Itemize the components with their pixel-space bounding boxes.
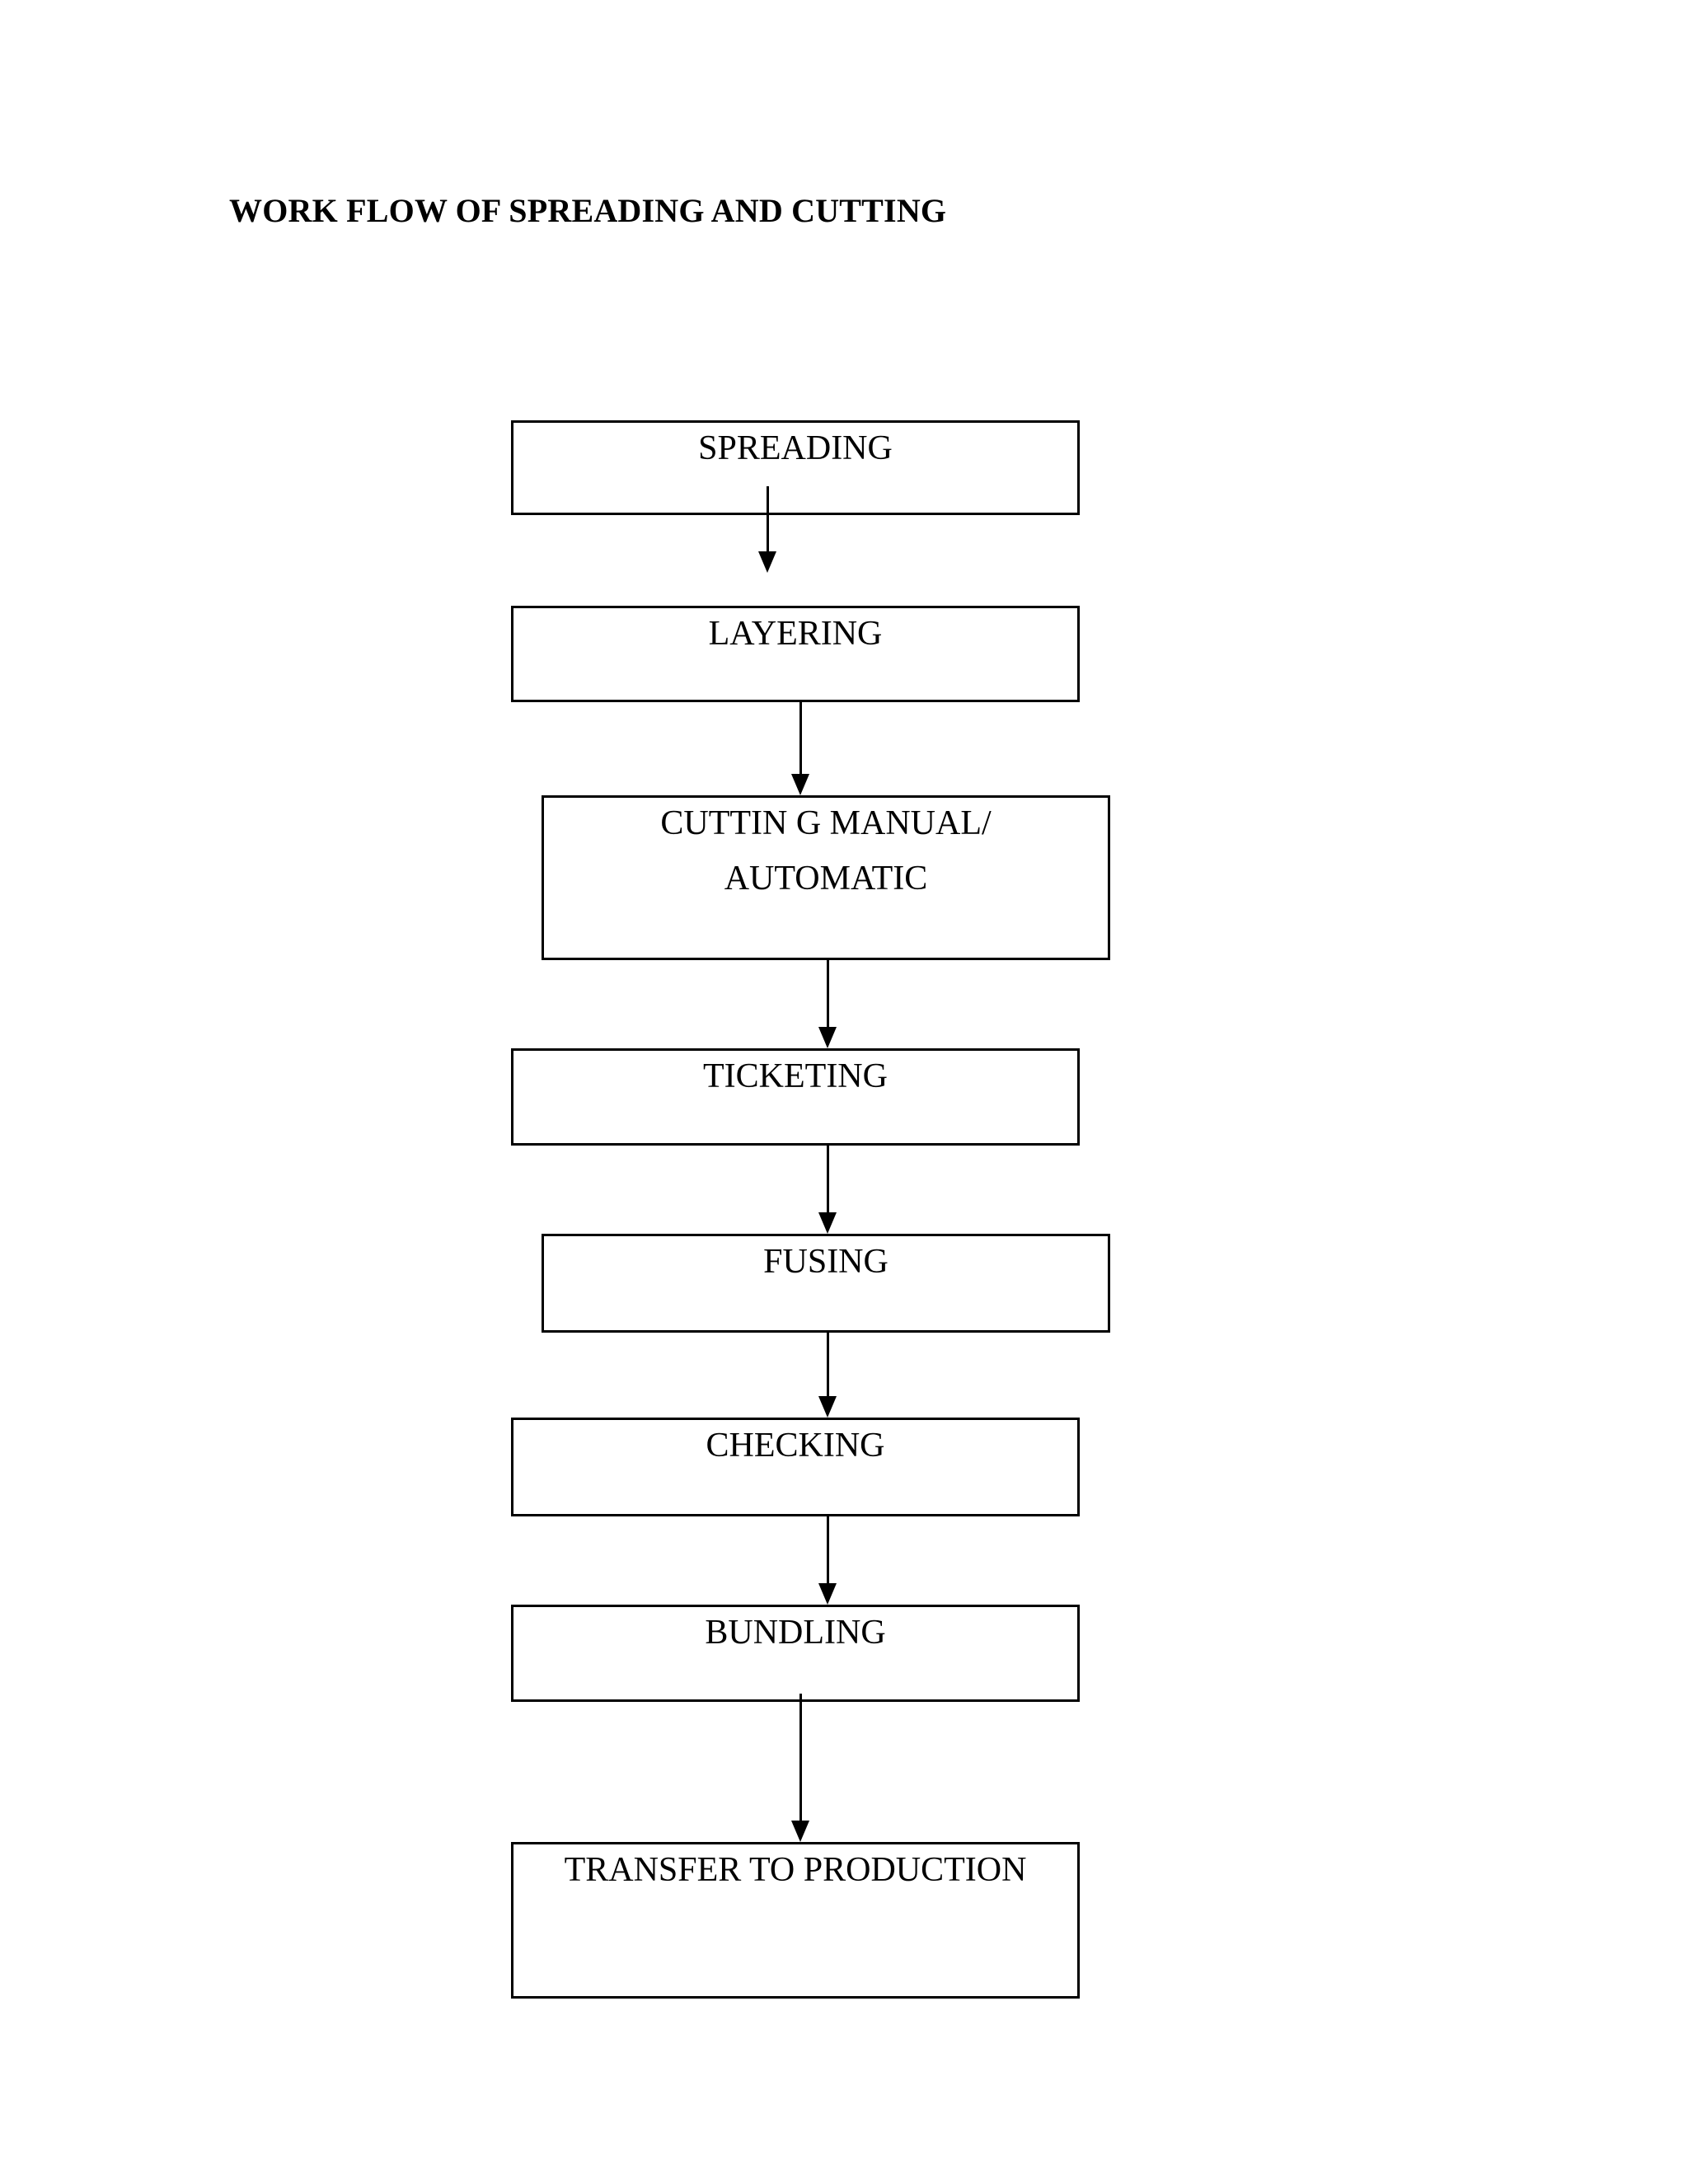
flow-node-transfer-to-production[interactable]: TRANSFER TO PRODUCTION: [511, 1842, 1080, 1999]
flow-node-label-line-2: AUTOMATIC: [724, 860, 928, 898]
arrow-head-icon: [791, 1821, 809, 1842]
flow-node-spreading[interactable]: SPREADING: [511, 420, 1080, 515]
page-title: WORK FLOW OF SPREADING AND CUTTING: [229, 192, 947, 229]
arrow-head-icon: [791, 774, 809, 795]
flow-node-bundling[interactable]: BUNDLING: [511, 1605, 1080, 1702]
flow-node-label: CHECKING: [706, 1427, 885, 1465]
flow-node-label: LAYERING: [708, 615, 883, 653]
flow-node-label: TICKETING: [703, 1057, 888, 1095]
flow-node-cutting[interactable]: CUTTIN G MANUAL/ AUTOMATIC: [542, 795, 1110, 960]
flow-node-label: SPREADING: [698, 429, 893, 467]
flow-node-label: TRANSFER TO PRODUCTION: [564, 1851, 1027, 1889]
arrow-head-icon: [758, 551, 776, 573]
arrow-shaft: [827, 960, 829, 1027]
arrow-head-icon: [818, 1027, 837, 1048]
arrow-head-icon: [818, 1583, 837, 1605]
arrow-shaft: [767, 486, 769, 551]
arrow-shaft: [827, 1516, 829, 1583]
arrow-shaft: [827, 1333, 829, 1396]
flow-node-layering[interactable]: LAYERING: [511, 606, 1080, 702]
flow-node-fusing[interactable]: FUSING: [542, 1234, 1110, 1333]
flow-node-label: FUSING: [763, 1243, 889, 1281]
arrow-shaft: [827, 1146, 829, 1212]
arrow-head-icon: [818, 1396, 837, 1418]
flow-node-checking[interactable]: CHECKING: [511, 1418, 1080, 1516]
arrow-shaft: [799, 702, 802, 774]
flow-node-ticketing[interactable]: TICKETING: [511, 1048, 1080, 1146]
flow-node-label-line-1: CUTTIN G MANUAL/: [660, 804, 992, 842]
flow-node-label: BUNDLING: [705, 1614, 886, 1652]
arrow-shaft: [799, 1694, 802, 1821]
arrow-head-icon: [818, 1212, 837, 1234]
